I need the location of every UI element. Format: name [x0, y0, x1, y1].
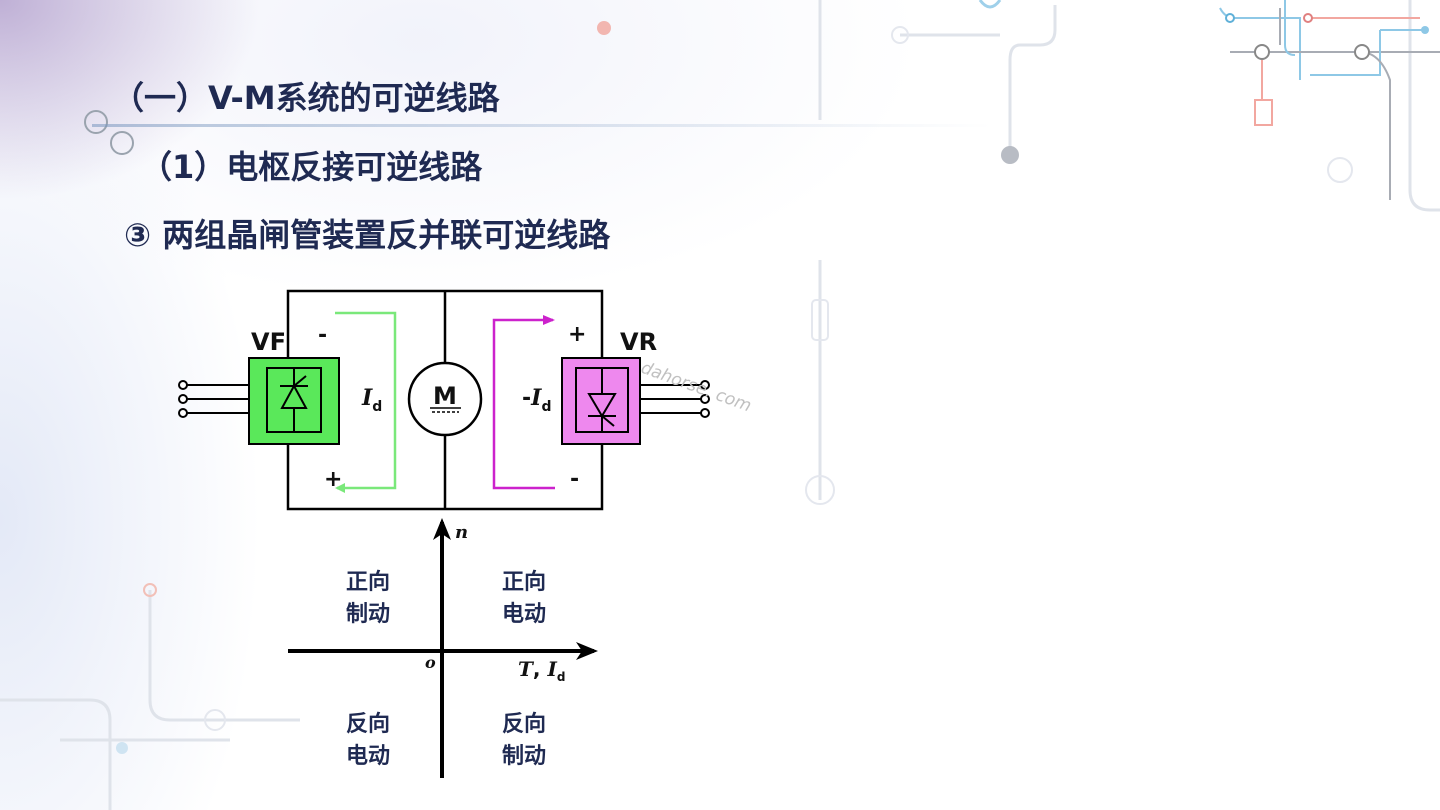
quadrant2-line2: 制动 — [346, 602, 390, 627]
vr-label: VR — [620, 328, 657, 356]
quadrant3-line1: 反向 — [346, 711, 390, 737]
reverse-current-arrow — [492, 315, 555, 490]
speed-axis-label: n — [455, 522, 468, 543]
vf-input-terminals — [178, 380, 249, 418]
watermark-text: dahorse. com — [638, 358, 754, 416]
quadrant2-line1: 正向 — [346, 569, 390, 595]
vr-top-polarity: + — [568, 322, 586, 347]
motor-label: M — [433, 382, 457, 410]
forward-current-arrow — [335, 311, 397, 493]
origin-label: o — [425, 653, 436, 672]
vf-converter — [248, 357, 340, 445]
vf-bottom-polarity: + — [324, 467, 342, 492]
subsection-title: （1）电枢反接可逆线路 — [140, 148, 483, 186]
forward-current-label: Id — [361, 385, 382, 415]
vr-bottom-polarity: - — [570, 467, 579, 492]
quadrant3-line2: 电动 — [346, 744, 390, 769]
vf-top-polarity: - — [318, 323, 327, 348]
vr-input-terminals — [640, 380, 710, 418]
quadrant4-line2: 制动 — [502, 744, 546, 769]
title-underline — [92, 124, 992, 127]
item-title: ③ 两组晶闸管装置反并联可逆线路 — [124, 216, 611, 254]
quadrant1-line1: 正向 — [502, 569, 546, 595]
vf-label: VF — [251, 328, 286, 356]
quadrant4-line1: 反向 — [502, 711, 546, 737]
motor-symbol — [407, 361, 483, 437]
reverse-current-label: -Id — [522, 385, 551, 415]
vr-converter — [561, 357, 641, 445]
quadrant1-line2: 电动 — [502, 602, 546, 627]
section-title: （一）V-M系统的可逆线路 — [112, 79, 500, 117]
torque-axis-label: T, Id — [518, 657, 565, 684]
